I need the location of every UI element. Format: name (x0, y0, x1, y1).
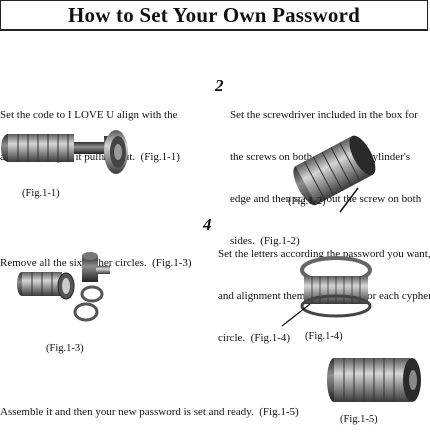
fig1-3-caption: (Fig.1-3) (46, 343, 84, 354)
fig1-1-caption: (Fig.1-1) (22, 188, 60, 199)
step2-line-1: Set the screwdriver included in the box … (230, 109, 418, 121)
fig1-3-illustration (17, 252, 110, 322)
step5-text: Assemble it and then your new password i… (0, 377, 299, 433)
fig1-5-caption: (Fig.1-5) (340, 414, 378, 425)
fig1-4-caption: (Fig.1-4) (305, 331, 343, 342)
step5-line-1: Assemble it and then your new password i… (0, 406, 299, 418)
fig1-1-illustration (1, 130, 128, 174)
step2-line-4: sides. (Fig.1-2) (230, 235, 300, 247)
fig1-2-illustration (293, 135, 376, 213)
page-title: How to Set Your Own Password (67, 2, 361, 27)
step4-number: 4 (203, 215, 212, 234)
title-banner: How to Set Your Own Password (0, 0, 428, 31)
fig1-4-illustration (281, 256, 372, 327)
fig1-2-caption: (Fig.1-2) (288, 196, 326, 207)
step4-line-3: circle. (Fig.1-4) (218, 332, 291, 344)
step1-line-1: Set the code to I LOVE U align with the (0, 109, 178, 121)
step2-number: 2 (215, 76, 224, 95)
fig1-5-illustration (327, 358, 421, 402)
